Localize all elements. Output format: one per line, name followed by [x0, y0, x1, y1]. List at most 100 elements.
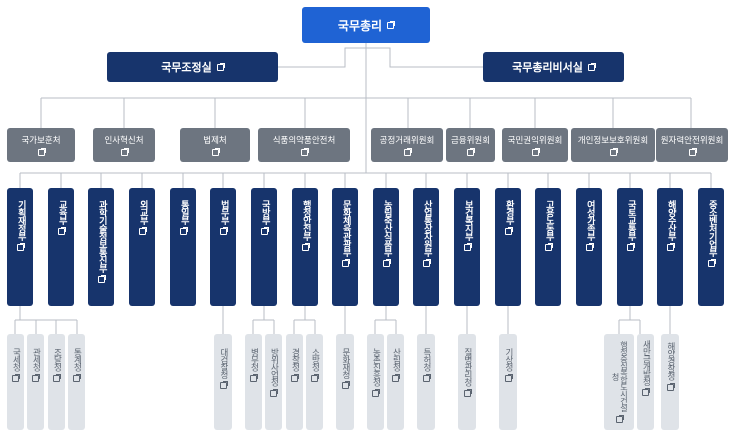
ministry-box[interactable]: 교육부: [48, 188, 74, 306]
ministry-label: 국토교통부: [625, 200, 636, 240]
ministry-box[interactable]: 고용노동부: [535, 188, 561, 306]
external-link-icon: [219, 227, 228, 235]
sub-agency-box[interactable]: 기상청: [499, 334, 517, 430]
ministry-label: 고용노동부: [543, 200, 554, 240]
ministry-label: 산업통상자원부: [421, 200, 432, 256]
ministry-label: 외교부: [137, 200, 148, 224]
sub-agency-box[interactable]: 행정중심복합도시건설청: [604, 334, 634, 430]
sub-agency-box[interactable]: 통계청: [68, 334, 85, 430]
ministry-box[interactable]: 농림축산식품부: [373, 188, 399, 306]
external-link-icon: [666, 382, 675, 391]
ministry-box[interactable]: 외교부: [129, 188, 155, 306]
ministry-box[interactable]: 환경부: [495, 188, 521, 306]
external-link-icon: [372, 388, 380, 397]
agency-box[interactable]: 인사혁신처: [93, 128, 155, 162]
external-link-icon: [16, 243, 25, 251]
ministry-box[interactable]: 중소벤처기업부: [698, 188, 724, 306]
ministry-box[interactable]: 문화체육관광부: [332, 188, 358, 306]
sub-agency-box[interactable]: 특허청: [417, 334, 435, 430]
ministry-box[interactable]: 통일부: [170, 188, 196, 306]
external-link-icon: [403, 148, 412, 156]
ministry-box[interactable]: 기획재정부: [7, 188, 33, 306]
prime-minister-box[interactable]: 국무총리: [302, 7, 430, 43]
sub-agency-label: 해양경찰청: [665, 342, 676, 380]
prime-minister-label: 국무총리: [337, 18, 383, 33]
external-link-icon: [587, 62, 596, 71]
external-link-icon: [250, 373, 258, 382]
sub-agency-box[interactable]: 조달청: [48, 334, 65, 430]
sub-agency-label: 병무청: [248, 348, 259, 371]
external-link-icon: [642, 388, 650, 396]
sub-agency-box[interactable]: 해양경찰청: [661, 334, 679, 430]
office-box[interactable]: 국무총리비서실: [483, 52, 624, 82]
agency-box[interactable]: 식품의약품안전처: [258, 128, 350, 162]
agency-label: 공정거래위원회: [379, 136, 435, 146]
external-link-icon: [97, 275, 106, 283]
agency-box[interactable]: 법제처: [180, 128, 250, 162]
agency-label: 인사혁신처: [104, 136, 144, 146]
ministry-box[interactable]: 해양수산부: [657, 188, 683, 306]
external-link-icon: [219, 381, 228, 389]
sub-agency-box[interactable]: 경찰청: [286, 334, 303, 430]
external-link-icon: [544, 243, 553, 251]
sub-agency-label: 조달청: [51, 348, 62, 371]
ministry-box[interactable]: 국방부: [251, 188, 277, 306]
sub-agency-box[interactable]: 농촌진흥청: [367, 334, 384, 430]
ministry-box[interactable]: 여성가족부: [576, 188, 602, 306]
office-label: 국무총리비서실: [512, 61, 583, 74]
ministry-label: 법무부: [218, 200, 229, 224]
sub-agency-box[interactable]: 질병관리청: [458, 334, 476, 430]
external-link-icon: [32, 373, 40, 382]
sub-agency-label: 경찰청: [289, 348, 300, 371]
external-link-icon: [467, 148, 475, 156]
external-link-icon: [301, 243, 310, 251]
agency-box[interactable]: 국가보훈처: [7, 128, 75, 162]
external-link-icon: [422, 259, 431, 267]
external-link-icon: [531, 148, 540, 156]
ministry-label: 교육부: [56, 200, 67, 224]
agency-box[interactable]: 원자력안전위원회: [656, 128, 728, 162]
external-link-icon: [688, 148, 697, 156]
agency-box[interactable]: 공정거래위원회: [371, 128, 443, 162]
ministry-label: 농림축산식품부: [381, 200, 392, 256]
sub-agency-box[interactable]: 새만금개발청: [637, 334, 654, 430]
agency-box[interactable]: 국민권익위원회: [502, 128, 568, 162]
external-link-icon: [609, 148, 618, 156]
external-link-icon: [382, 259, 391, 267]
sub-agency-box[interactable]: 국세청: [7, 334, 24, 430]
ministry-box[interactable]: 국토교통부: [617, 188, 643, 306]
sub-agency-box[interactable]: 대검찰청: [214, 334, 232, 430]
sub-agency-box[interactable]: 산림청: [387, 334, 404, 430]
external-link-icon: [300, 148, 309, 156]
external-link-icon: [12, 373, 20, 382]
office-label: 국무조정실: [161, 61, 212, 74]
agency-label: 국가보훈처: [21, 136, 61, 146]
agency-box[interactable]: 개인정보보호위원회: [571, 128, 655, 162]
sub-agency-box[interactable]: 방위사업청: [265, 334, 282, 430]
agency-label: 법제처: [203, 136, 227, 146]
sub-agency-box[interactable]: 관세청: [27, 334, 44, 430]
ministry-box[interactable]: 산업통상자원부: [413, 188, 439, 306]
external-link-icon: [707, 259, 716, 267]
sub-agency-label: 관세청: [30, 348, 41, 371]
ministry-label: 과학기술정보통신부: [96, 200, 107, 272]
sub-agency-label: 농촌진흥청: [370, 348, 381, 386]
agency-box[interactable]: 금융위원회: [446, 128, 495, 162]
sub-agency-label: 소방청: [309, 348, 320, 371]
external-link-icon: [179, 227, 188, 235]
ministry-box[interactable]: 행정안전부: [292, 188, 318, 306]
external-link-icon: [53, 373, 61, 382]
external-link-icon: [615, 415, 624, 423]
sub-agency-box[interactable]: 문화재청: [336, 334, 354, 430]
external-link-icon: [270, 388, 278, 397]
sub-agency-label: 문화재청: [340, 348, 351, 378]
sub-agency-label: 특허청: [421, 348, 432, 371]
ministry-box[interactable]: 과학기술정보통신부: [88, 188, 114, 306]
sub-agency-box[interactable]: 소방청: [306, 334, 323, 430]
ministry-box[interactable]: 법무부: [210, 188, 236, 306]
ministry-label: 해양수산부: [665, 200, 676, 240]
office-box[interactable]: 국무조정실: [107, 52, 278, 82]
ministry-box[interactable]: 보건복지부: [454, 188, 480, 306]
sub-agency-box[interactable]: 병무청: [245, 334, 262, 430]
